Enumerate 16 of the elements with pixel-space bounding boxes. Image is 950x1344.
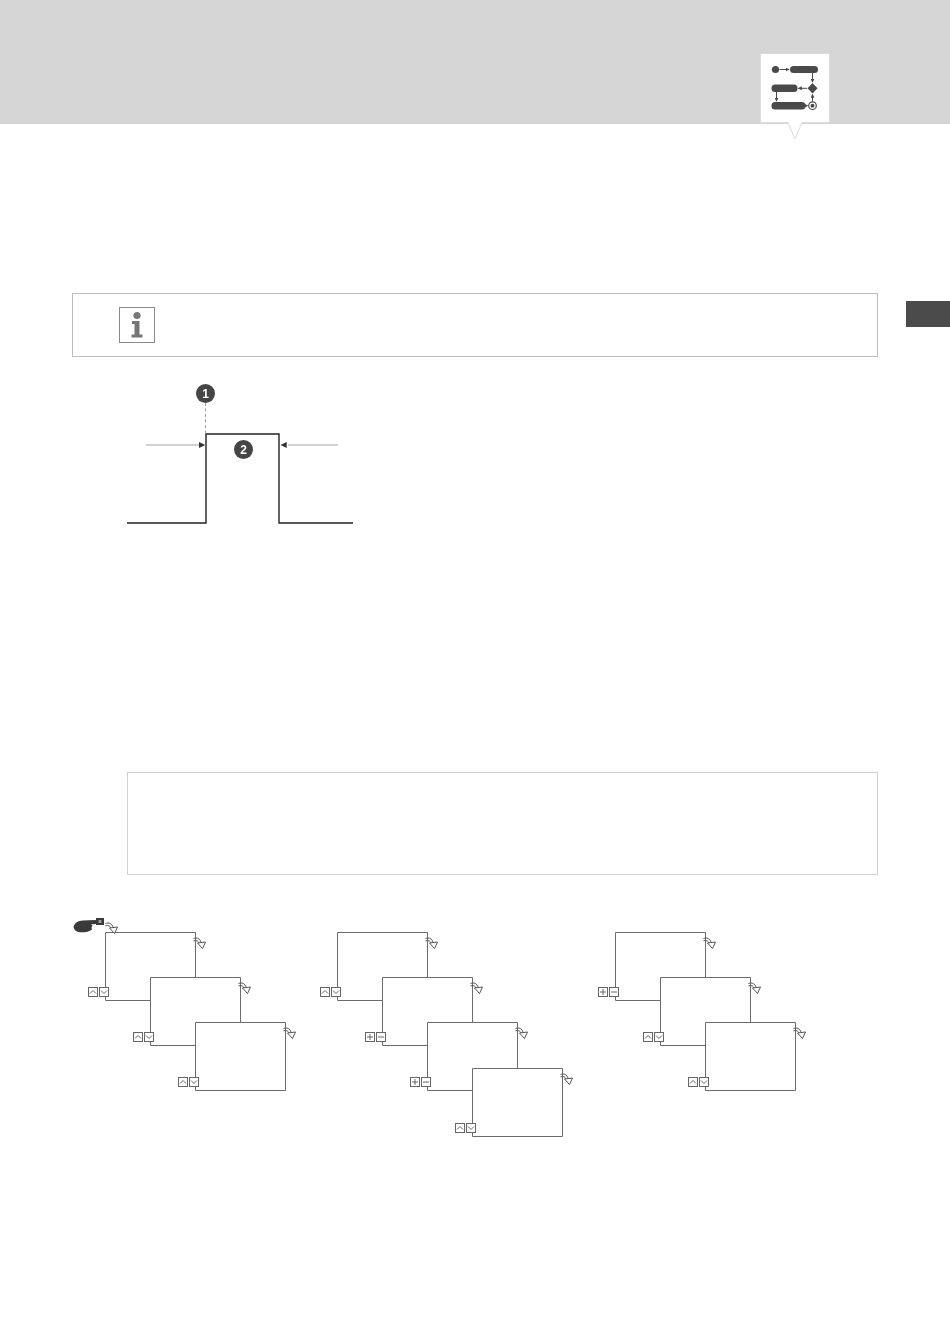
note-panel — [127, 772, 878, 875]
display-frame — [195, 1022, 286, 1091]
note-panel — [72, 293, 878, 357]
display-frame — [337, 932, 428, 1001]
display-frame — [472, 1068, 563, 1137]
display-frame — [150, 977, 241, 1046]
callout-number: 2 — [234, 440, 253, 459]
display-frame — [660, 977, 751, 1046]
display-frame — [705, 1022, 796, 1091]
pulse-waveform — [126, 433, 354, 524]
display-frame — [427, 1022, 518, 1091]
display-frame — [382, 977, 473, 1046]
callout-number: 1 — [196, 384, 215, 403]
leader-line — [205, 402, 206, 434]
display-frame — [615, 932, 706, 1001]
display-frame — [105, 932, 196, 1001]
